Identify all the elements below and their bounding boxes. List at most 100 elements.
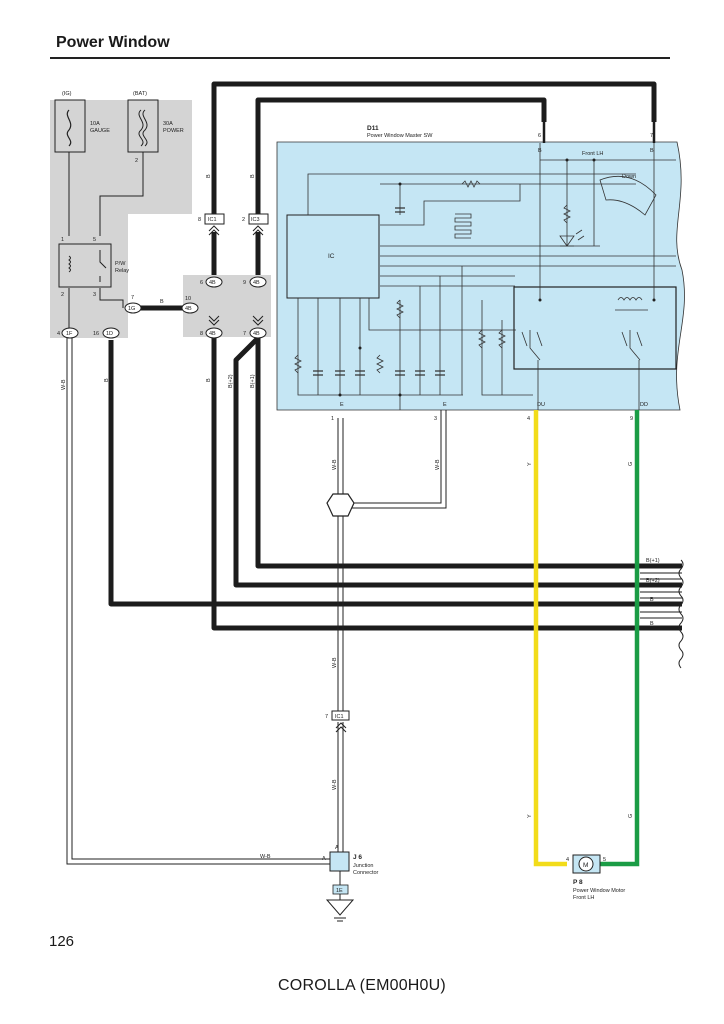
terminal-pin-4: 4	[527, 416, 530, 422]
terminal-e-3: E	[443, 402, 447, 408]
jb-1d-label: 1D	[106, 331, 113, 337]
internal-resistor-5	[478, 329, 486, 349]
terminal-pin-3: 3	[434, 416, 437, 422]
relay-name2: Relay	[115, 268, 129, 274]
connector-4b-9	[249, 276, 267, 288]
jb-pin-10: 10	[185, 296, 191, 302]
down-switch-arc	[599, 175, 657, 216]
wire-label-wb-junction: W-B	[260, 854, 271, 860]
fuse-ig-source: (IG)	[62, 91, 72, 97]
footer-model: COROLLA (EM00H0U)	[278, 977, 446, 994]
internal-resistor-3	[376, 354, 384, 374]
wire-label-wb-3: W-B	[435, 459, 441, 470]
wire-green-dd	[600, 410, 640, 867]
ic-label: IC	[328, 253, 335, 260]
relay-pin-1: 1	[61, 237, 64, 243]
jb-pin-9: 9	[243, 280, 246, 286]
internal-node	[565, 158, 569, 162]
pw-relay	[58, 243, 112, 288]
wire-wb-pin3	[350, 410, 447, 509]
master-switch-code: D11	[367, 125, 379, 132]
switch-contact-left	[521, 331, 543, 347]
wire-label-wb-low: W-B	[332, 779, 338, 790]
internal-resistor-1	[461, 180, 481, 188]
master-switch-section: Front LH	[582, 151, 603, 157]
junction-j6	[329, 851, 350, 872]
fuse-gauge-name: GAUGE	[90, 128, 110, 134]
connector-ic1-j-pin: 7	[325, 714, 328, 720]
connector-1d	[102, 327, 120, 339]
wire-label-b-1d: B	[104, 378, 110, 382]
junction-code: J 6	[353, 854, 362, 861]
wire-wb-trunk	[337, 418, 344, 494]
jb-4b-8-label: 4B	[209, 331, 216, 337]
jb-4b-9-label: 4B	[253, 280, 260, 286]
wire-label-right-b1: B(+1)	[646, 558, 660, 564]
internal-relay-coil	[615, 297, 648, 311]
wire-label-b-top-left: B	[206, 174, 212, 178]
wire-break-marks	[678, 559, 684, 669]
relay-pin-2: 2	[61, 292, 64, 298]
connector-ic1-j-arrows	[335, 722, 347, 733]
junction-pin-a: A	[322, 856, 326, 862]
jb-pin-16: 16	[93, 331, 99, 337]
connector-ic1-j-label: IC1	[335, 714, 344, 720]
connector-1f	[61, 327, 79, 339]
jb-4b-10-label: 4B	[185, 306, 192, 312]
connector-4b-8	[205, 327, 223, 339]
connector-ic1-label: IC1	[208, 217, 217, 223]
wire-label-wb-1: W-B	[332, 459, 338, 470]
wire-relay-out	[68, 288, 124, 328]
fuse-bat-pin: 2	[135, 158, 138, 164]
terminal-b-right: B	[650, 148, 654, 154]
connector-4b-7-arrows	[252, 315, 264, 326]
connector-ic1-pin: 8	[198, 217, 201, 223]
internal-capacitors	[313, 207, 445, 376]
wire-label-wb-left: W-B	[61, 379, 67, 390]
internal-node	[592, 158, 596, 162]
connector-ic3-arrows	[252, 225, 264, 236]
jb-pin-4: 4	[57, 331, 60, 337]
wire-label-right-b4: B	[650, 621, 654, 627]
wire-b-top6	[255, 97, 547, 214]
internal-resistor-4	[396, 299, 404, 319]
wire-label-b-jb: B	[160, 299, 164, 305]
internal-nodes	[398, 182, 402, 186]
wire-right-pair	[640, 572, 682, 619]
junction-1e-label: 1E	[336, 888, 343, 894]
junction-pin-a-top: A	[335, 845, 339, 851]
fuse-gauge-element	[66, 109, 72, 147]
wire-label-y-top: Y	[527, 462, 533, 466]
wire-b1	[255, 338, 682, 569]
fuse-power-name: POWER	[163, 128, 184, 134]
jb-pin-7-1g: 7	[131, 295, 134, 301]
internal-resistor-7	[563, 204, 571, 224]
ground-symbol	[325, 871, 355, 922]
switch-contact-right	[621, 331, 643, 347]
master-switch-name: Power Window Master SW	[367, 133, 433, 139]
wire-label-b-4b: B	[206, 378, 212, 382]
fuse-bat-source: (BAT)	[133, 91, 147, 97]
terminal-pin-1: 1	[331, 416, 334, 422]
connector-ic1-arrows	[208, 225, 220, 236]
wire-yellow-du	[533, 410, 567, 867]
internal-node	[338, 393, 342, 397]
jb-pin-6: 6	[200, 280, 203, 286]
page-number: 126	[49, 933, 75, 950]
wire-label-right-b3: B	[650, 597, 654, 603]
wire-b-top7	[211, 81, 657, 214]
terminal-e-1: E	[340, 402, 344, 408]
internal-wiring	[297, 143, 676, 410]
page-title: Power Window	[56, 34, 170, 51]
terminal-pin-7: 7	[650, 133, 653, 139]
connector-ic3-box	[248, 213, 269, 225]
connector-4b-6	[205, 276, 223, 288]
terminal-du: DU	[537, 402, 545, 408]
splice-point	[326, 493, 355, 517]
wire-b2	[233, 336, 682, 588]
front-lh-switch-frame	[513, 286, 677, 370]
jb-4b-6-label: 4B	[209, 280, 216, 286]
internal-resistor-6	[498, 329, 506, 349]
relay-name: P/W	[115, 261, 126, 267]
jb-4b-7-label: 4B	[253, 331, 260, 337]
